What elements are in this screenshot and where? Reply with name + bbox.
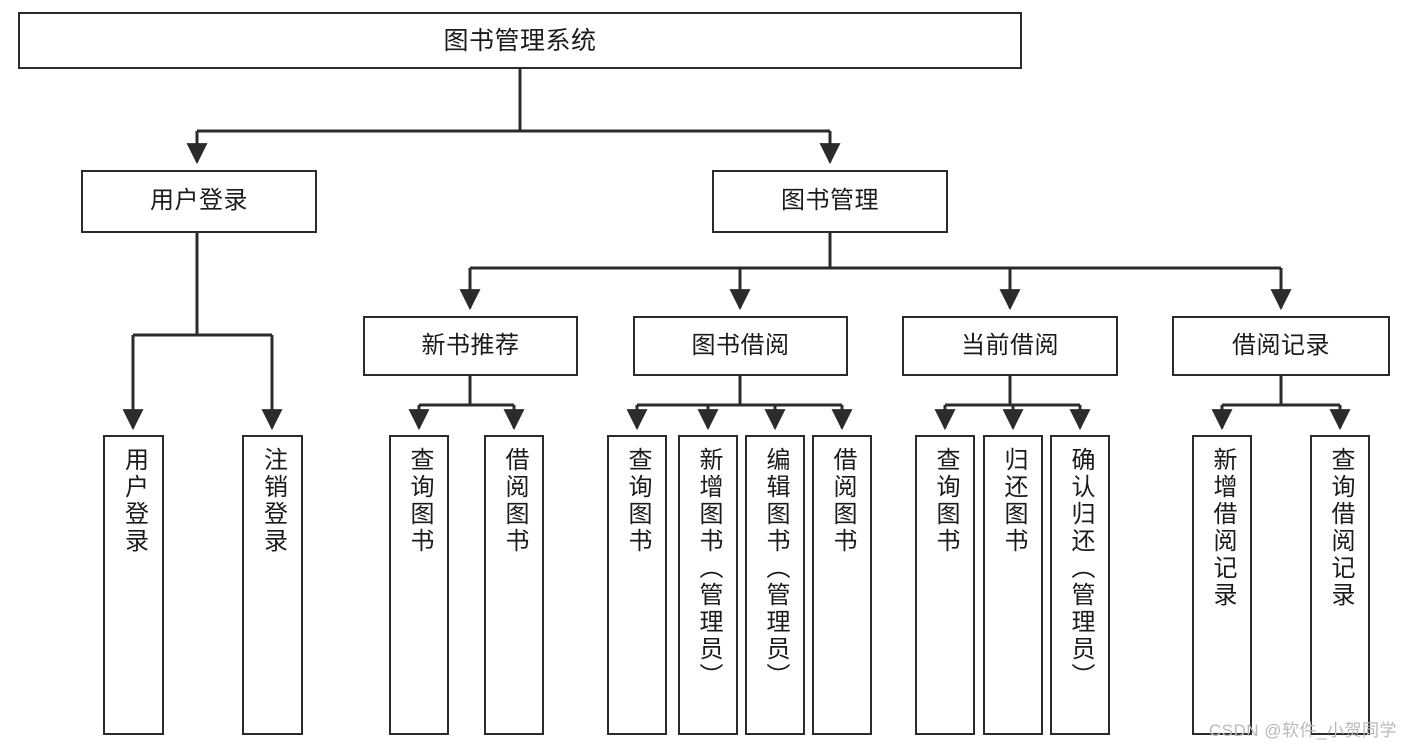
edge-booklogin-to-leaves	[122, 233, 283, 431]
leaf-user-login[interactable]: 用户登录	[103, 435, 164, 735]
csdn-watermark: CSDN @软件_小贺同学	[1208, 721, 1397, 740]
node-label: 用户登录	[120, 447, 148, 555]
edge-root-to-level2	[186, 69, 841, 165]
leaf-borrow-book[interactable]: 借阅图书	[812, 435, 872, 735]
leaf-query-borrow-record[interactable]: 查询借阅记录	[1310, 435, 1370, 735]
node-label: 查询借阅记录	[1327, 447, 1354, 609]
leaf-confirm-return[interactable]: 确认归还（管理员）	[1050, 435, 1110, 735]
leaf-query-book-recommend[interactable]: 查询图书	[389, 435, 449, 735]
node-label: 用户登录	[150, 187, 248, 215]
node-label: 查询图书	[932, 447, 959, 555]
node-borrow-record[interactable]: 借阅记录	[1172, 316, 1390, 376]
node-label: 当前借阅	[961, 331, 1059, 359]
leaf-query-book-current[interactable]: 查询图书	[915, 435, 975, 735]
node-label: 图书管理系统	[443, 26, 597, 55]
leaf-logout-login[interactable]: 注销登录	[242, 435, 303, 735]
node-user-login[interactable]: 用户登录	[81, 170, 317, 233]
node-label: 图书管理	[781, 187, 879, 215]
node-new-book-recommend[interactable]: 新书推荐	[363, 316, 578, 376]
node-label: 编辑图书（管理员）	[762, 447, 789, 690]
edge-recommend-to-leaves	[408, 376, 525, 431]
edge-bookmgmt-to-level3	[459, 233, 1292, 311]
node-label: 新增图书（管理员）	[695, 447, 722, 690]
node-label: 新增借阅记录	[1209, 447, 1236, 609]
node-label: 借阅图书	[501, 447, 528, 555]
node-label: 图书借阅	[691, 331, 790, 359]
node-label: 注销登录	[259, 447, 287, 555]
leaf-borrow-book-recommend[interactable]: 借阅图书	[484, 435, 544, 735]
edge-borrow-to-leaves	[626, 376, 853, 431]
node-label: 归还图书	[1000, 447, 1027, 555]
node-label: 新书推荐	[421, 331, 520, 359]
leaf-edit-book[interactable]: 编辑图书（管理员）	[745, 435, 805, 735]
leaf-query-book-borrow[interactable]: 查询图书	[607, 435, 667, 735]
node-label: 借阅图书	[829, 447, 856, 555]
leaf-return-book[interactable]: 归还图书	[983, 435, 1043, 735]
node-current-borrow[interactable]: 当前借阅	[902, 316, 1118, 376]
edge-current-to-leaves	[934, 376, 1091, 431]
edge-record-to-leaves	[1211, 376, 1351, 431]
node-label: 借阅记录	[1232, 331, 1330, 359]
node-book-management[interactable]: 图书管理	[712, 170, 948, 233]
node-book-borrow[interactable]: 图书借阅	[633, 316, 848, 376]
node-label: 查询图书	[624, 447, 651, 555]
leaf-add-book[interactable]: 新增图书（管理员）	[678, 435, 738, 735]
leaf-add-borrow-record[interactable]: 新增借阅记录	[1192, 435, 1252, 735]
node-root-system[interactable]: 图书管理系统	[18, 12, 1022, 69]
node-label: 确认归还（管理员）	[1067, 447, 1094, 690]
node-label: 查询图书	[406, 447, 433, 555]
